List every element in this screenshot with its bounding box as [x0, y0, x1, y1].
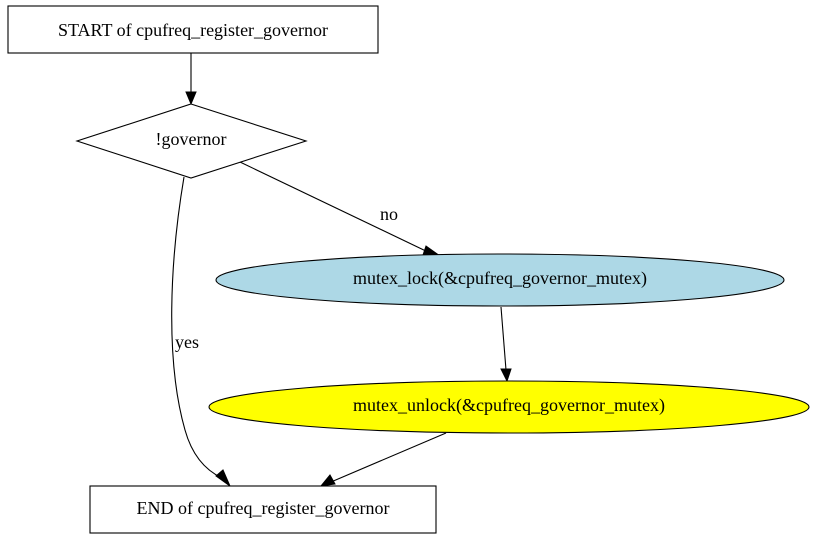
- node-start-label: START of cpufreq_register_governor: [58, 20, 328, 40]
- node-unlock: mutex_unlock(&cpufreq_governor_mutex): [208, 380, 810, 434]
- edge-label-yes: yes: [175, 332, 199, 352]
- edge-lock-to-unlock: [500, 306, 512, 383]
- node-unlock-label: mutex_unlock(&cpufreq_governor_mutex): [353, 395, 665, 416]
- edge-label-no: no: [380, 204, 398, 224]
- node-lock: mutex_lock(&cpufreq_governor_mutex): [215, 253, 785, 307]
- node-check-label: !governor: [156, 129, 227, 149]
- edge-start-to-check: [185, 53, 197, 106]
- edge-check-to-lock-no: no: [239, 161, 442, 257]
- node-end-label: END of cpufreq_register_governor: [137, 498, 390, 518]
- node-check: !governor: [75, 103, 308, 179]
- node-lock-label: mutex_lock(&cpufreq_governor_mutex): [353, 268, 647, 289]
- edge-unlock-to-end: [319, 432, 447, 487]
- edge-check-to-end-yes: yes: [171, 176, 232, 488]
- node-end: END of cpufreq_register_governor: [89, 485, 437, 534]
- node-start: START of cpufreq_register_governor: [7, 5, 379, 54]
